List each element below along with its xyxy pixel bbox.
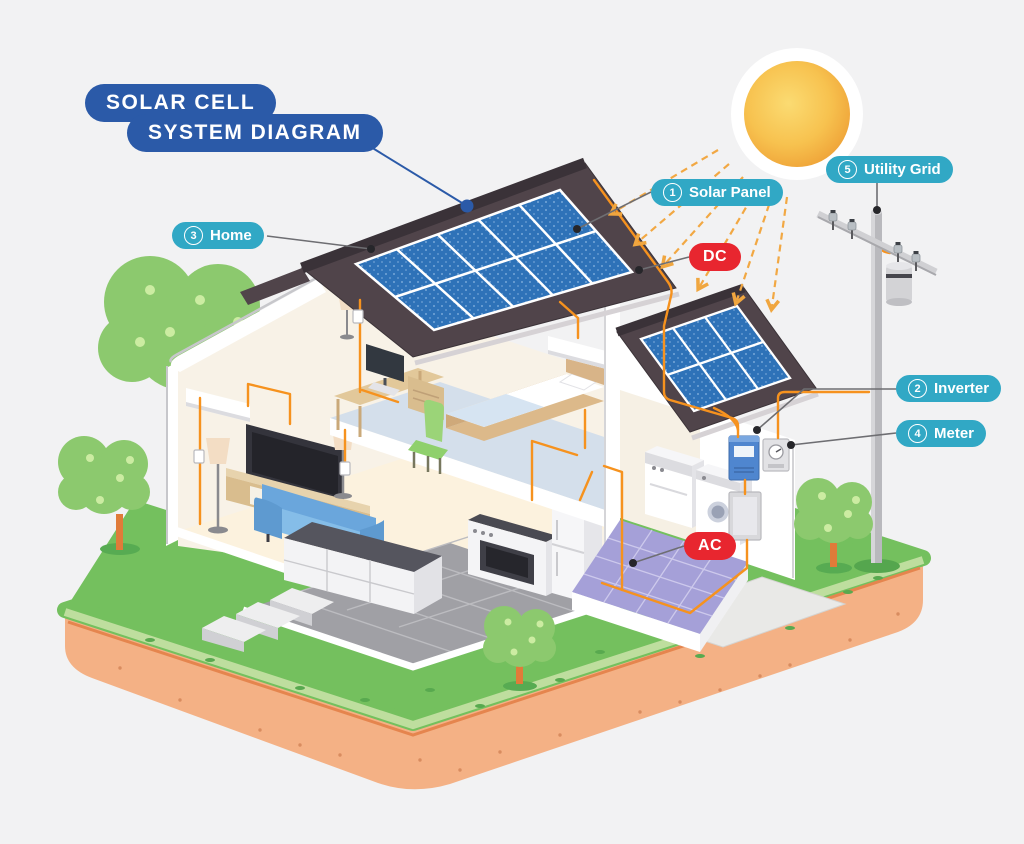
tree-icon	[58, 436, 150, 555]
air-conditioner-icon	[548, 336, 610, 370]
label-home-text: Home	[210, 227, 252, 244]
inverter-box-icon	[728, 435, 760, 481]
main-roof	[240, 157, 680, 366]
diagram-title-line2: SYSTEM DIAGRAM	[127, 114, 383, 152]
label-utility-grid-text: Utility Grid	[864, 161, 941, 178]
kitchen-island-counter	[283, 522, 442, 614]
label-utility-grid-number: 5	[838, 160, 857, 179]
sun-icon	[731, 48, 863, 180]
soil-speckles	[118, 612, 900, 772]
washer-icon	[645, 446, 704, 528]
secondary-roof	[615, 283, 819, 441]
floor-lamp-icon	[206, 438, 230, 534]
label-meter: 4 Meter	[896, 420, 987, 447]
label-inverter: 2 Inverter	[896, 375, 1002, 402]
air-conditioner-icon	[186, 388, 250, 422]
label-solar-panel-text: Solar Panel	[689, 184, 771, 201]
label-home: 3 Home	[172, 222, 264, 249]
label-meter-text: Meter	[934, 425, 975, 442]
living-room	[186, 388, 442, 614]
label-meter-number: 4	[908, 424, 927, 443]
insulator-icon	[828, 210, 921, 271]
solar-panel-array-icon	[639, 304, 792, 413]
transformer-icon	[886, 262, 912, 306]
meter-box-icon	[762, 438, 790, 472]
label-solar-panel: 1 Solar Panel	[651, 179, 783, 206]
label-home-number: 3	[184, 226, 203, 245]
house	[166, 157, 819, 671]
bed-icon	[446, 351, 604, 441]
steps	[202, 588, 334, 652]
outlet-icon	[193, 309, 364, 476]
label-ac: AC	[684, 532, 737, 560]
leader-dots	[367, 206, 881, 567]
solar-panel-array-icon	[353, 188, 635, 332]
breaker-box-icon	[728, 491, 762, 541]
chair-icon	[408, 399, 448, 474]
leader-lines	[266, 183, 897, 564]
exterior-wall	[166, 274, 326, 546]
label-inverter-number: 2	[908, 379, 927, 398]
label-utility-grid: 5 Utility Grid	[826, 156, 953, 183]
label-solar-panel-number: 1	[663, 183, 682, 202]
monitor-icon	[366, 344, 404, 396]
tree-icon	[794, 478, 873, 574]
label-dc: DC	[689, 243, 742, 271]
label-inverter-text: Inverter	[934, 380, 990, 397]
tree-icon	[483, 606, 556, 691]
stove-icon	[468, 514, 558, 596]
